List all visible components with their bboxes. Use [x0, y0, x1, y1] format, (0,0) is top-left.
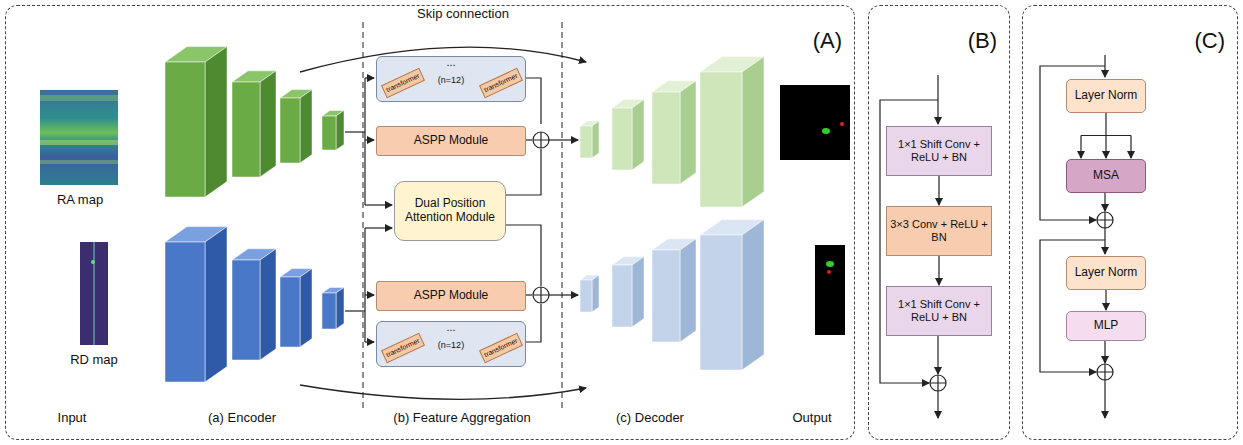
- conv-box: 3×3 Conv + ReLU + BN: [886, 206, 992, 256]
- panel-a: (A)...(n=12)transformertransformerASPP M…: [5, 5, 855, 440]
- feature-block: [680, 81, 696, 184]
- box-label: ASPP Module: [414, 289, 489, 303]
- repeat-count: (n=12): [438, 75, 464, 85]
- transformer-block: transformer: [479, 333, 523, 363]
- feature-block: [280, 277, 300, 347]
- attention-box: Dual Position Attention Module: [394, 181, 506, 241]
- feature-block: [232, 82, 260, 177]
- feature-block: [652, 250, 680, 342]
- transformer-stack: ... (n=12) transformer transformer: [376, 321, 526, 367]
- feature-block: [205, 47, 227, 197]
- panel-tag: (B): [968, 28, 997, 53]
- ra-map-image: [40, 90, 118, 185]
- transformer-block: transformer: [381, 68, 425, 98]
- shift-conv-box: 1×1 Shift Conv + ReLU + BN: [886, 286, 992, 336]
- box-label: ASPP Module: [414, 134, 489, 148]
- feature-block: [632, 257, 644, 327]
- divider: [363, 22, 364, 408]
- feature-block: [592, 121, 599, 158]
- feature-block: [336, 110, 344, 150]
- feature-block: [336, 287, 344, 329]
- caption-label: Output: [792, 410, 831, 425]
- feature-block: [580, 280, 592, 312]
- box-label: 3×3 Conv + ReLU + BN: [890, 218, 988, 243]
- feature-block: [232, 260, 260, 360]
- box-label: transformer: [385, 337, 421, 359]
- feature-block: [742, 57, 764, 207]
- wires: [345, 78, 578, 342]
- feature-block: [322, 116, 336, 150]
- feature-block: [612, 108, 632, 170]
- feature-block: [612, 265, 632, 327]
- divider: [562, 22, 563, 408]
- feature-block: [700, 235, 742, 370]
- feature-block: [742, 220, 764, 370]
- transformer-block: transformer: [479, 68, 523, 98]
- transformer-stack: ... (n=12) transformer transformer: [376, 56, 526, 102]
- box-label: transformer: [385, 72, 421, 94]
- panel-tag: (A): [813, 28, 842, 53]
- feature-block: [300, 90, 312, 163]
- feature-block: [260, 71, 276, 177]
- box-label: 1×1 Shift Conv + ReLU + BN: [890, 138, 988, 163]
- panel-tag: (C): [1194, 28, 1225, 53]
- skip-arrow: [300, 385, 586, 399]
- feature-block: [260, 249, 276, 360]
- flow-arrow: [1106, 290, 1107, 310]
- attention-box: MSA: [1066, 159, 1146, 193]
- rd-output: [815, 245, 845, 335]
- feature-block: [700, 72, 742, 207]
- mlp-box: MLP: [1066, 311, 1146, 341]
- feature-block: [300, 269, 312, 347]
- aspp-box: ASPP Module: [376, 126, 526, 156]
- feature-block: [592, 275, 599, 312]
- ellipsis: ...: [446, 56, 455, 69]
- ellipsis: ...: [446, 321, 455, 334]
- caption-label: Skip connection: [417, 6, 509, 21]
- flow-arrow: [939, 176, 940, 205]
- caption-label: RA map: [57, 192, 103, 207]
- box-label: Layer Norm: [1075, 89, 1138, 103]
- norm-box: Layer Norm: [1066, 79, 1146, 113]
- box-label: MLP: [1094, 319, 1119, 333]
- flow-arrow: [939, 256, 940, 285]
- feature-block: [652, 92, 680, 184]
- caption-label: (b) Feature Aggregation: [393, 410, 530, 425]
- box-label: Layer Norm: [1075, 266, 1138, 280]
- feature-block: [680, 239, 696, 342]
- box-label: transformer: [483, 72, 519, 94]
- box-label: transformer: [483, 337, 519, 359]
- panel-b: (B) 1×1 Shift Conv + ReLU + BN 3×3 Conv + …: [868, 5, 1010, 440]
- transformer-block: transformer: [381, 333, 425, 363]
- caption-label: (a) Encoder: [208, 410, 276, 425]
- panel-c: (C)Layer NormMSALayer NormMLP: [1022, 5, 1238, 440]
- caption-label: RD map: [70, 352, 118, 367]
- feature-block: [205, 227, 227, 382]
- feature-block: [322, 293, 336, 329]
- box-label: 1×1 Shift Conv + ReLU + BN: [890, 298, 988, 323]
- aspp-box: ASPP Module: [376, 281, 526, 311]
- feature-block: [632, 100, 644, 170]
- norm-box: Layer Norm: [1066, 256, 1146, 290]
- feature-block: [165, 62, 205, 197]
- caption-label: Input: [58, 410, 87, 425]
- rd-map-image: [80, 242, 108, 345]
- ra-output: [780, 85, 850, 160]
- box-label: MSA: [1093, 169, 1119, 183]
- box-label: Dual Position Attention Module: [399, 197, 501, 225]
- caption-label: (c) Decoder: [616, 410, 684, 425]
- feature-block: [165, 242, 205, 382]
- flow-arrow: [1081, 113, 1131, 158]
- repeat-count: (n=12): [438, 340, 464, 350]
- shift-conv-box: 1×1 Shift Conv + ReLU + BN: [886, 126, 992, 176]
- feature-block: [580, 126, 592, 158]
- feature-block: [280, 98, 300, 163]
